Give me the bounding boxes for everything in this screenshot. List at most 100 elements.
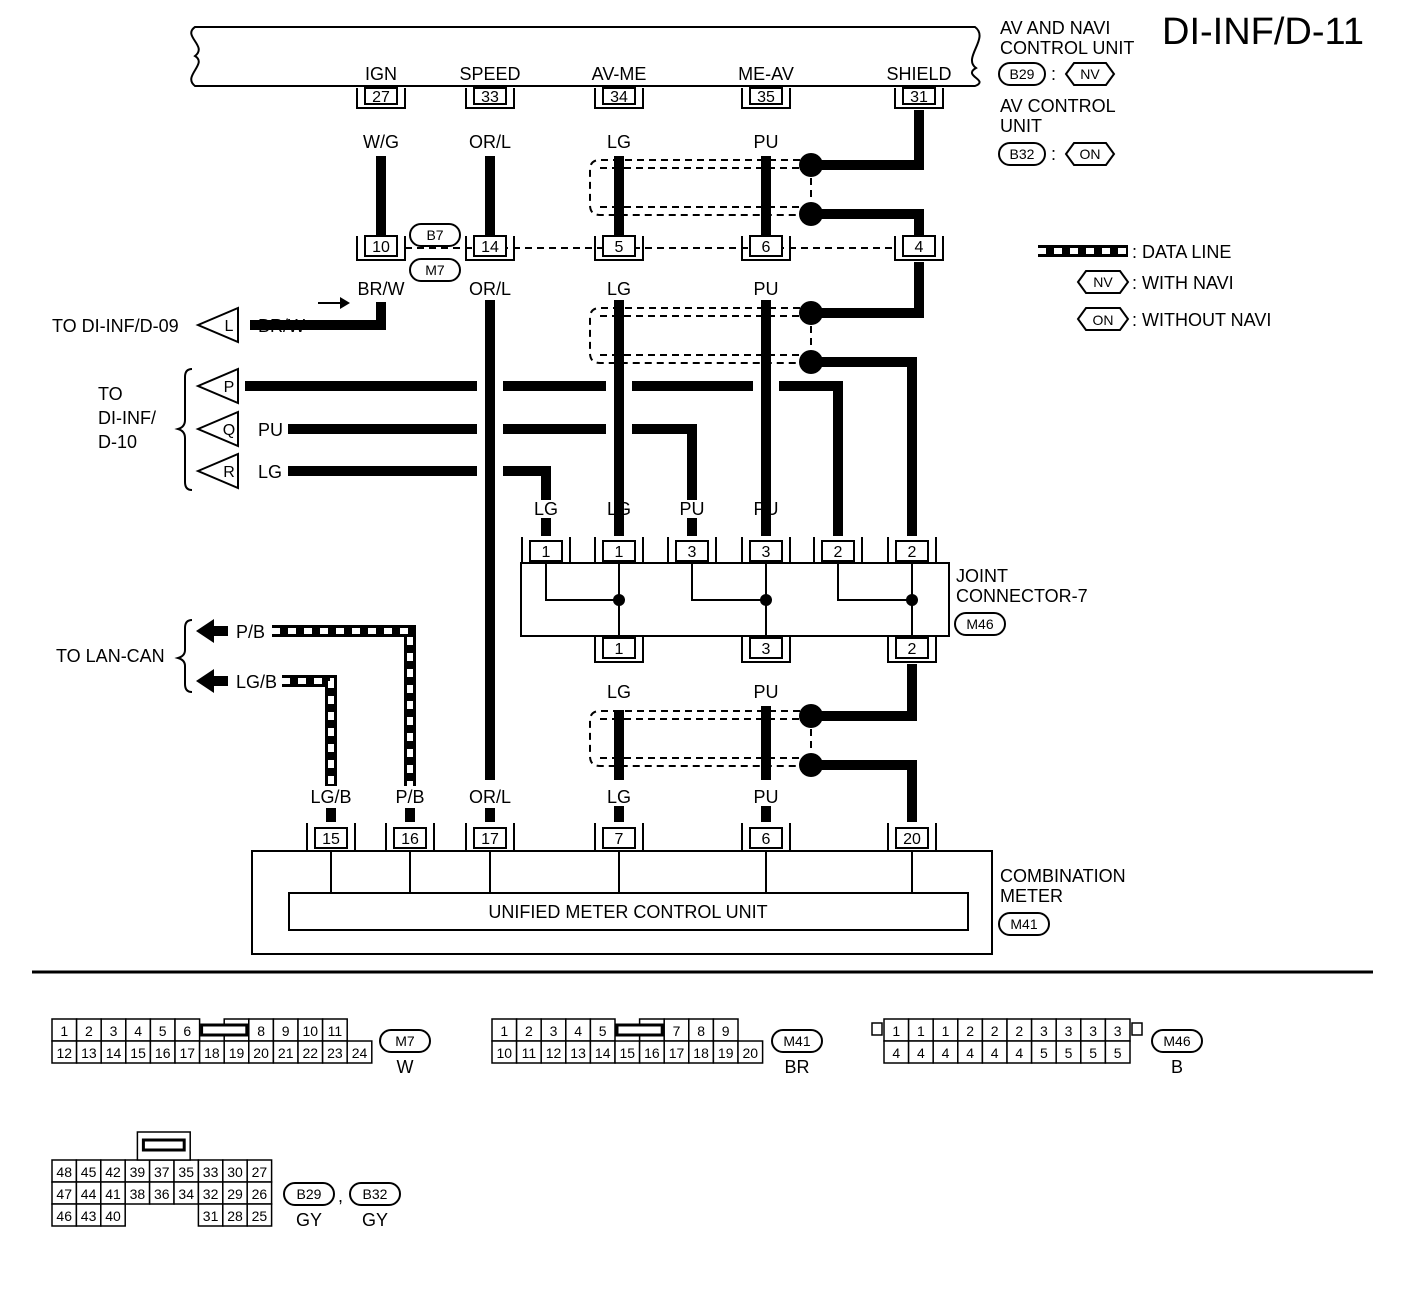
svg-text:ON: ON xyxy=(1080,146,1101,162)
svg-text:TO DI-INF/D-09: TO DI-INF/D-09 xyxy=(52,316,179,336)
svg-text:17: 17 xyxy=(669,1045,685,1061)
pin-cell: 43 xyxy=(75,1203,102,1227)
svg-text:42: 42 xyxy=(105,1164,121,1180)
pin-cell: 5 xyxy=(1080,1040,1107,1064)
pin-cell: 19 xyxy=(712,1040,739,1064)
pin-cell: 20 xyxy=(737,1040,764,1064)
pin-cell: 32 xyxy=(197,1181,224,1205)
svg-text:M7: M7 xyxy=(425,262,445,278)
pin-cell: 33 xyxy=(197,1159,224,1183)
pin-cell: 3 xyxy=(540,1018,567,1042)
pin-cell: 3 xyxy=(1104,1018,1131,1042)
pin-cell: 25 xyxy=(246,1203,273,1227)
svg-text:5: 5 xyxy=(1089,1045,1097,1061)
pin-cell: 5 xyxy=(1055,1040,1082,1064)
svg-text:3: 3 xyxy=(550,1023,558,1039)
svg-text:P/B: P/B xyxy=(395,787,424,807)
svg-text:35: 35 xyxy=(178,1164,194,1180)
svg-text:2: 2 xyxy=(991,1023,999,1039)
pin-cell: 3 xyxy=(1030,1018,1057,1042)
svg-text:34: 34 xyxy=(610,89,628,106)
svg-text:M41: M41 xyxy=(1010,916,1037,932)
pin-cell: 17 xyxy=(663,1040,690,1064)
svg-text:4: 4 xyxy=(966,1045,974,1061)
pin-cell: 2 xyxy=(515,1018,542,1042)
svg-text:M41: M41 xyxy=(783,1033,810,1049)
face-labels: M7 W M41 BR M46 B B29 GY , B32 GY xyxy=(283,1029,1203,1230)
svg-text:9: 9 xyxy=(282,1023,290,1039)
svg-text:UNIFIED METER CONTROL UNIT: UNIFIED METER CONTROL UNIT xyxy=(488,902,767,922)
svg-text:3: 3 xyxy=(762,544,771,561)
pin-cell: 40 xyxy=(100,1203,126,1227)
svg-text:41: 41 xyxy=(105,1186,121,1202)
combination-meter: LG/B P/B OR/L LG PU 15 16 17 7 6 20 UNIF… xyxy=(251,787,1126,955)
pin-cell: 10 xyxy=(491,1040,518,1064)
svg-text:L: L xyxy=(225,318,234,335)
pin-cell: 42 xyxy=(100,1159,126,1183)
svg-text:TO LAN-CAN: TO LAN-CAN xyxy=(56,646,165,666)
svg-text:37: 37 xyxy=(154,1164,170,1180)
svg-text:26: 26 xyxy=(252,1186,268,1202)
svg-text:17: 17 xyxy=(180,1045,196,1061)
svg-text:14: 14 xyxy=(481,239,499,256)
pin-cell: 16 xyxy=(149,1040,176,1064)
svg-text:33: 33 xyxy=(481,89,499,106)
svg-text:40: 40 xyxy=(105,1208,121,1224)
svg-text:46: 46 xyxy=(56,1208,72,1224)
svg-text:2: 2 xyxy=(966,1023,974,1039)
pin-cell: 20 xyxy=(248,1040,275,1064)
pin-cell: 5 xyxy=(589,1018,616,1042)
svg-text:LG: LG xyxy=(534,499,558,519)
svg-text:LG/B: LG/B xyxy=(310,787,351,807)
svg-text:13: 13 xyxy=(81,1045,97,1061)
svg-text:M7: M7 xyxy=(395,1033,415,1049)
pin-cell: 4 xyxy=(932,1040,959,1064)
svg-text:DI-INF/: DI-INF/ xyxy=(98,408,156,428)
svg-text:COMBINATION: COMBINATION xyxy=(1000,866,1126,886)
svg-text:M46: M46 xyxy=(966,616,993,632)
pin-cell: 30 xyxy=(222,1159,248,1183)
svg-text:6: 6 xyxy=(762,831,771,848)
pin-cell: 48 xyxy=(51,1159,78,1183)
svg-text:3: 3 xyxy=(1114,1023,1122,1039)
svg-text:8: 8 xyxy=(697,1023,705,1039)
pin-cell: 37 xyxy=(148,1159,175,1183)
pin-cell: 5 xyxy=(1104,1040,1131,1064)
pin-cell: 2 xyxy=(981,1018,1008,1042)
svg-text:GY: GY xyxy=(362,1210,388,1230)
svg-text:ME-AV: ME-AV xyxy=(738,64,794,84)
svg-text:LG: LG xyxy=(607,682,631,702)
svg-text::: : xyxy=(1051,64,1056,84)
svg-text:: WITHOUT NAVI: : WITHOUT NAVI xyxy=(1132,310,1271,330)
svg-text:38: 38 xyxy=(130,1186,146,1202)
svg-text:10: 10 xyxy=(497,1045,513,1061)
svg-text:LG/B: LG/B xyxy=(236,672,277,692)
svg-text:5: 5 xyxy=(615,239,624,256)
pin-cell: 28 xyxy=(222,1203,248,1227)
pin-cell: 2 xyxy=(957,1018,984,1042)
pin-cell: 44 xyxy=(75,1181,102,1205)
key-slot xyxy=(141,1138,186,1152)
svg-text:JOINT: JOINT xyxy=(956,566,1008,586)
svg-text:PU: PU xyxy=(753,499,778,519)
svg-text:2: 2 xyxy=(908,641,917,658)
svg-text:M46: M46 xyxy=(1163,1033,1190,1049)
top-terminal-shield: SHIELD 31 xyxy=(886,64,952,109)
svg-text:27: 27 xyxy=(252,1164,268,1180)
key-slot xyxy=(200,1023,249,1037)
svg-text:LG: LG xyxy=(607,499,631,519)
svg-text:2: 2 xyxy=(525,1023,533,1039)
pin-cell: 4 xyxy=(883,1040,910,1064)
pin-cell: 1 xyxy=(491,1018,518,1042)
pin-cell: 15 xyxy=(614,1040,641,1064)
svg-text:PU: PU xyxy=(753,787,778,807)
svg-text:4: 4 xyxy=(942,1045,950,1061)
svg-text:OR/L: OR/L xyxy=(469,787,511,807)
pin-cell: 45 xyxy=(75,1159,102,1183)
svg-text:12: 12 xyxy=(546,1045,562,1061)
svg-text:15: 15 xyxy=(130,1045,146,1061)
svg-text:OR/L: OR/L xyxy=(469,132,511,152)
pin-cell: 15 xyxy=(125,1040,152,1064)
